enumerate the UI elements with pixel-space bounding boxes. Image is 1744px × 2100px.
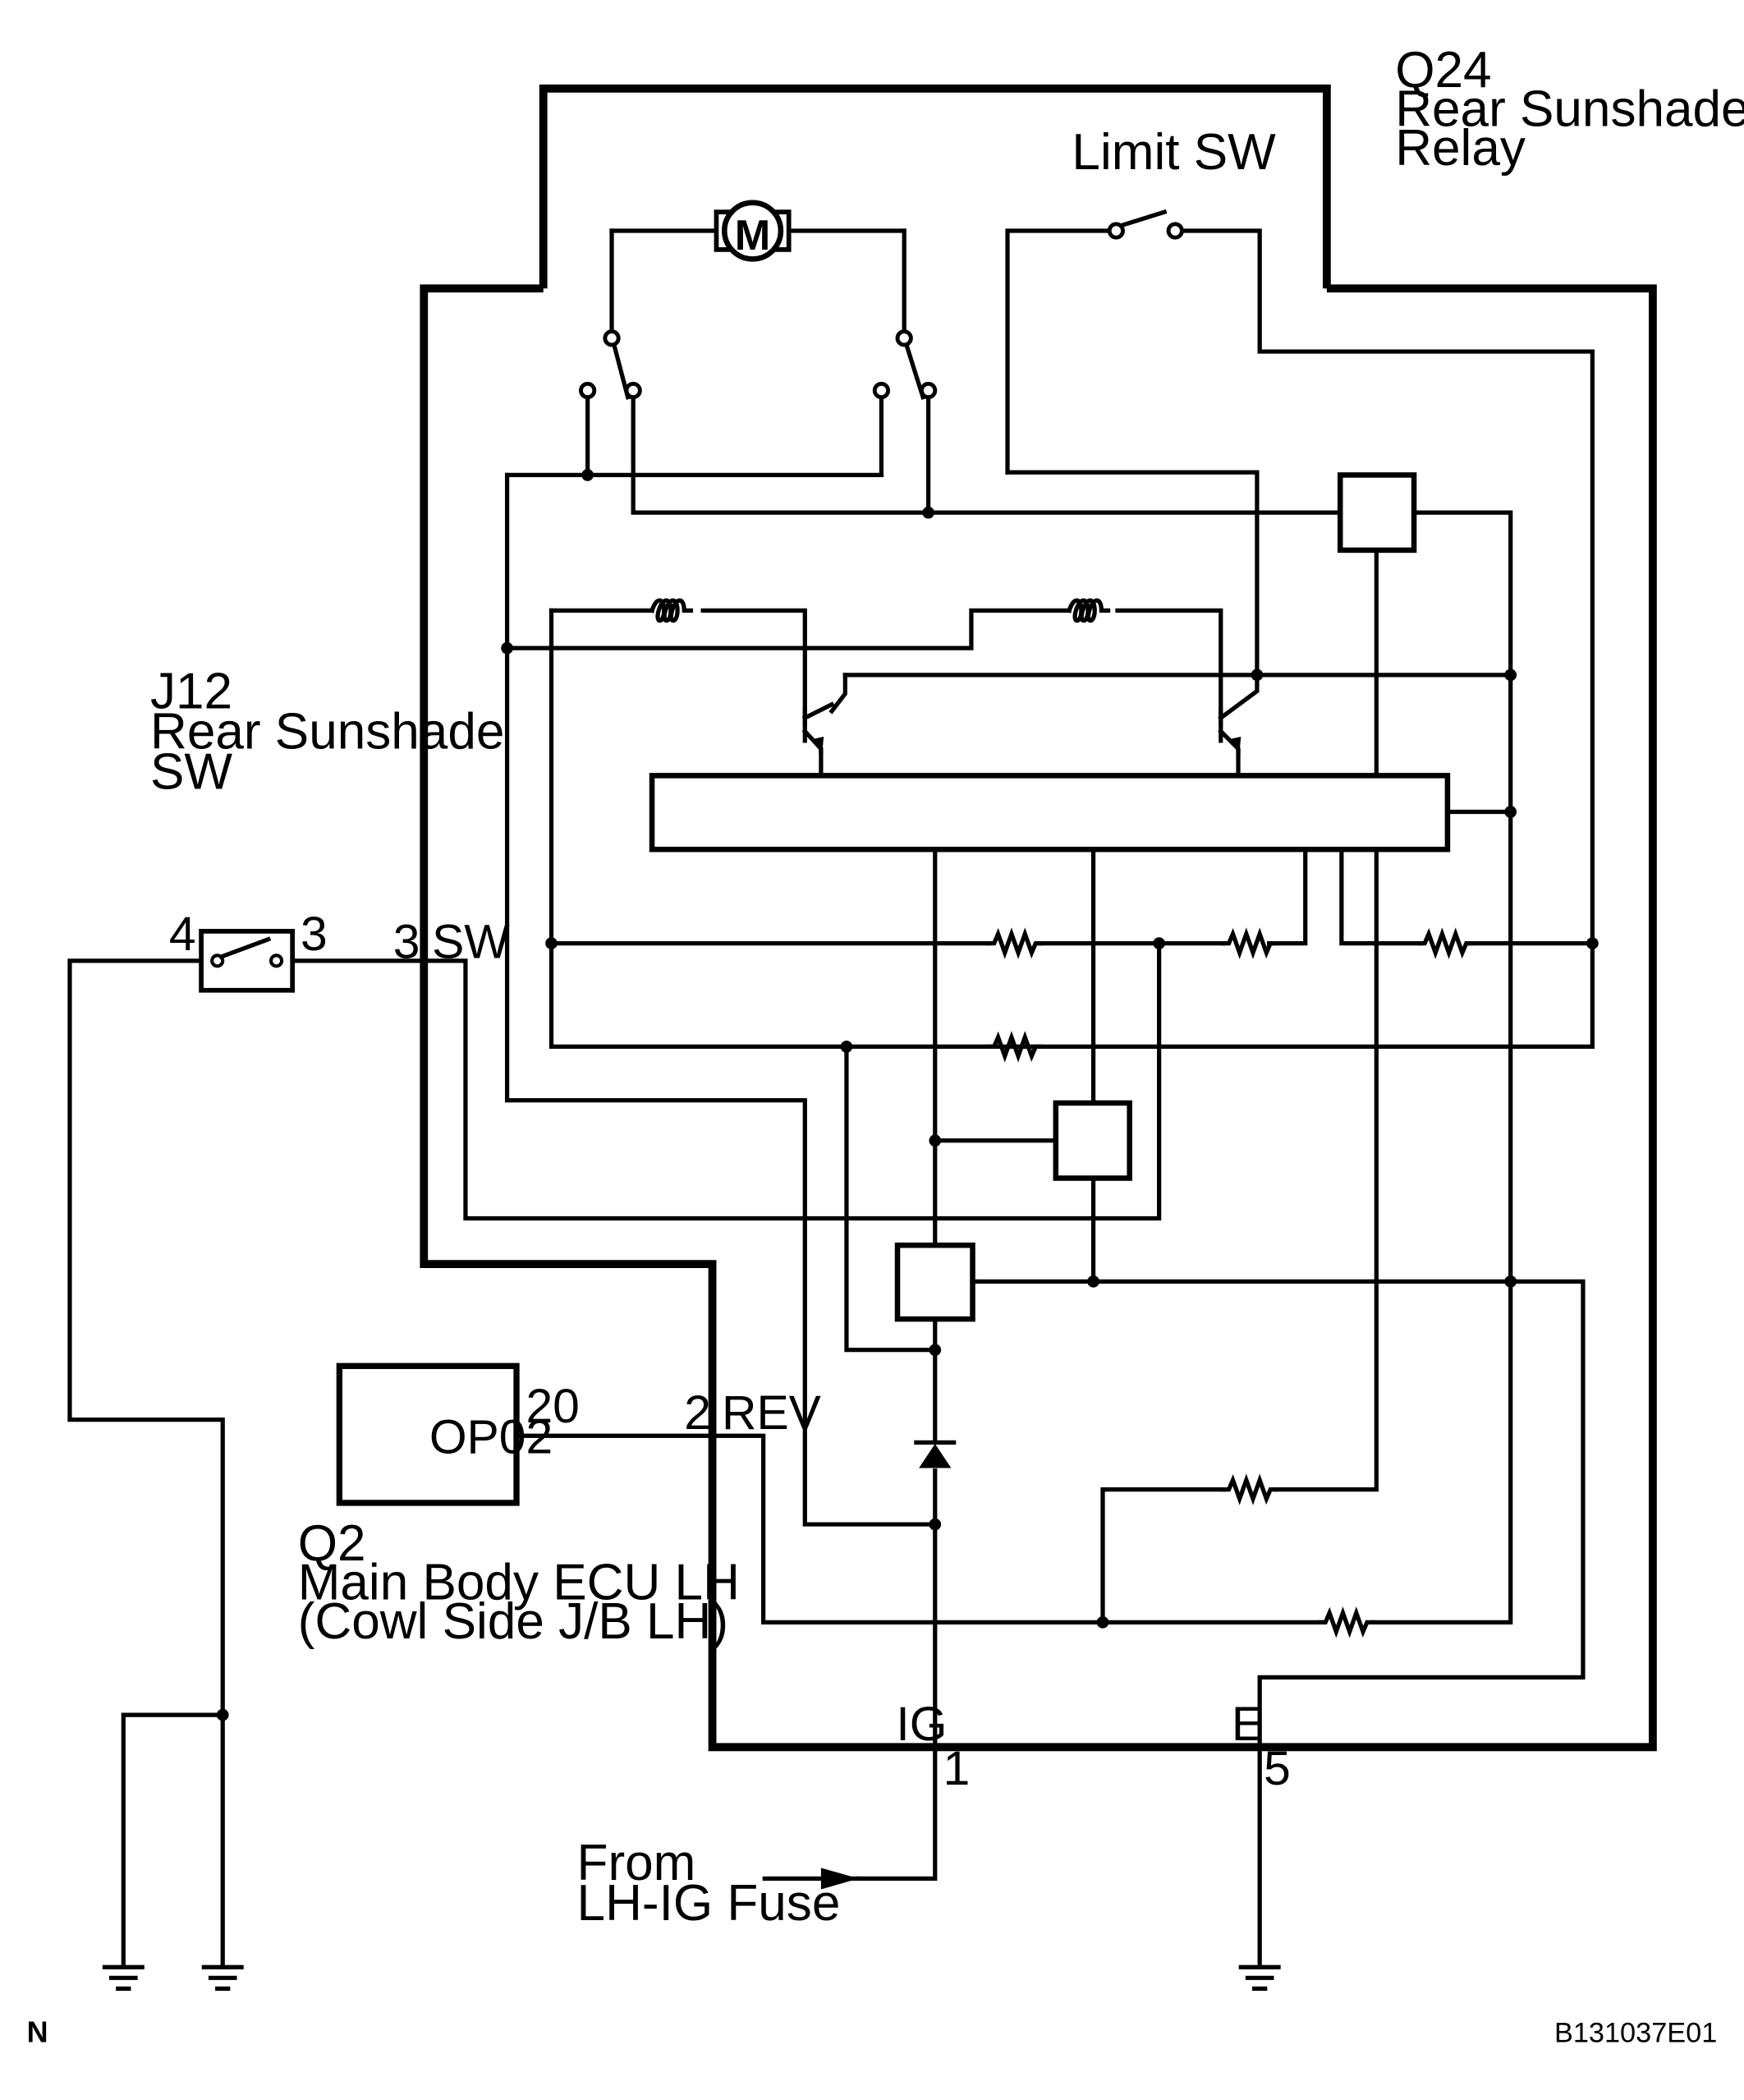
pin-rev-name: REV xyxy=(722,1386,821,1440)
pin-e-number: 5 xyxy=(1264,1742,1291,1795)
ground-icon xyxy=(1238,1964,1281,1992)
switch-code: J12 xyxy=(150,664,232,720)
ecu-connector: OP02 xyxy=(429,1410,553,1464)
motor-icon: M xyxy=(714,200,792,262)
resistor-icon xyxy=(986,927,1474,1638)
relay-housing xyxy=(420,84,1657,1752)
coil-icon xyxy=(649,598,1111,623)
external-wiring xyxy=(67,958,1262,1969)
main-body-ecu xyxy=(336,1362,520,1506)
ground-icon xyxy=(102,1964,145,1992)
relay-driver-block-upper xyxy=(1337,472,1417,554)
figure-code: B131037E01 xyxy=(1554,2018,1717,2049)
junction-dots xyxy=(216,469,1599,1721)
switch-name-line1: Rear Sunshade xyxy=(150,704,504,761)
regulator-block xyxy=(894,1242,975,1322)
pin-sw-name: SW xyxy=(432,916,510,969)
pin-ig-name: IG xyxy=(896,1698,947,1751)
relay-code: Q24 xyxy=(1395,42,1491,99)
switch-name-line2: SW xyxy=(150,744,232,801)
relay-name-line1: Rear Sunshade xyxy=(1395,81,1744,138)
relay-name-line2: Relay xyxy=(1395,120,1526,177)
relay-driver-block-middle xyxy=(1053,1100,1132,1181)
control-ic xyxy=(649,773,1451,852)
relay-switch-icon xyxy=(579,329,938,400)
ecu-name-line1: Main Body ECU LH xyxy=(298,1555,740,1611)
pin-e-name: E xyxy=(1232,1698,1264,1751)
ecu-code: Q2 xyxy=(298,1515,366,1572)
pin-ig-number: 1 xyxy=(943,1742,971,1795)
footer-left: N xyxy=(27,2015,48,2049)
diode-icon xyxy=(914,1440,957,1468)
ground-icon xyxy=(201,1964,244,1992)
ecu-name-line2: (Cowl Side J/B LH) xyxy=(298,1593,728,1650)
switch-pin-left: 4 xyxy=(169,908,196,961)
rear-sunshade-switch xyxy=(199,929,296,993)
limit-switch-icon xyxy=(1107,209,1184,240)
transistor-icon xyxy=(801,673,1260,754)
ecu-pin: 20 xyxy=(525,1380,579,1433)
pin-sw-number: 3 xyxy=(393,916,420,969)
pin-rev-number: 2 xyxy=(684,1386,711,1440)
relay-internal-wiring xyxy=(292,228,1595,1749)
arrow-icon xyxy=(762,1868,861,1890)
switch-pin-right: 3 xyxy=(301,908,328,961)
supply-line2: LH-IG Fuse xyxy=(577,1875,841,1932)
supply-line1: From xyxy=(577,1835,696,1891)
svg-text:M: M xyxy=(735,212,771,260)
limit-switch-label: Limit SW xyxy=(1072,124,1276,181)
